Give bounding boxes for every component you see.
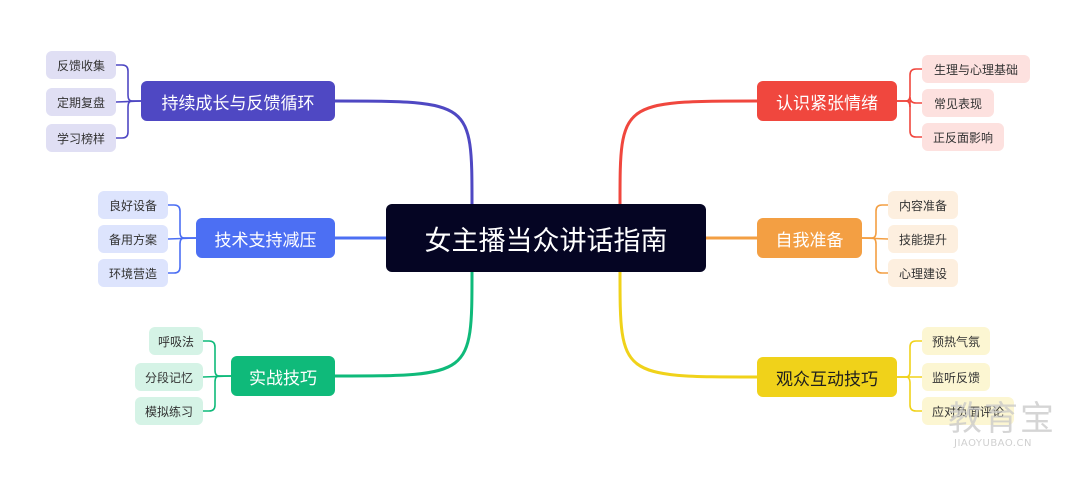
central-topic[interactable]: 女主播当众讲话指南: [386, 204, 706, 272]
link-center-practice: [333, 270, 474, 378]
branch-audience-interaction[interactable]: 观众互动技巧: [757, 357, 897, 397]
leaf-growth-review[interactable]: 定期复盘: [46, 88, 116, 116]
leaf-tech-equipment[interactable]: 良好设备: [98, 191, 168, 219]
leaf-interact-negative-comments[interactable]: 应对负面评论: [922, 397, 1014, 425]
branch-self-preparation[interactable]: 自我准备: [757, 218, 862, 258]
link-growth-leaf-0: [115, 64, 142, 102]
link-prepare-leaf-0: [861, 204, 889, 239]
link-recognize-leaf-0: [896, 68, 923, 102]
branch-tech-support[interactable]: 技术支持减压: [196, 218, 335, 258]
branch-recognize-nervousness[interactable]: 认识紧张情绪: [757, 81, 897, 121]
leaf-recognize-basis[interactable]: 生理与心理基础: [922, 55, 1030, 83]
link-practice-leaf-2: [202, 375, 232, 412]
leaf-tech-environment[interactable]: 环境营造: [98, 259, 168, 287]
link-growth-leaf-2: [115, 100, 142, 139]
link-interact-leaf-2: [896, 376, 923, 412]
link-tech-leaf-2: [167, 237, 197, 274]
leaf-practice-simulation[interactable]: 模拟练习: [135, 397, 203, 425]
link-tech-leaf-0: [167, 204, 197, 239]
leaf-interact-warmup[interactable]: 预热气氛: [922, 327, 990, 355]
leaf-growth-role-models[interactable]: 学习榜样: [46, 124, 116, 152]
branch-continuous-growth[interactable]: 持续成长与反馈循环: [141, 81, 335, 121]
branch-practical-skills[interactable]: 实战技巧: [231, 356, 335, 396]
leaf-recognize-symptoms[interactable]: 常见表现: [922, 89, 994, 117]
leaf-practice-chunking[interactable]: 分段记忆: [135, 363, 203, 391]
leaf-tech-backup[interactable]: 备用方案: [98, 225, 168, 253]
link-center-recognize: [618, 99, 759, 206]
link-interact-leaf-0: [896, 340, 923, 378]
link-center-interact: [618, 270, 759, 379]
leaf-prepare-skills[interactable]: 技能提升: [888, 225, 958, 253]
link-recognize-leaf-2: [896, 100, 923, 138]
leaf-prepare-mindset[interactable]: 心理建设: [888, 259, 958, 287]
leaf-practice-breathing[interactable]: 呼吸法: [149, 327, 203, 355]
link-practice-leaf-0: [202, 340, 232, 377]
link-center-growth: [333, 99, 474, 206]
leaf-growth-collect-feedback[interactable]: 反馈收集: [46, 51, 116, 79]
leaf-interact-feedback[interactable]: 监听反馈: [922, 363, 990, 391]
link-prepare-leaf-2: [861, 237, 889, 274]
leaf-recognize-effects[interactable]: 正反面影响: [922, 123, 1004, 151]
leaf-prepare-content[interactable]: 内容准备: [888, 191, 958, 219]
